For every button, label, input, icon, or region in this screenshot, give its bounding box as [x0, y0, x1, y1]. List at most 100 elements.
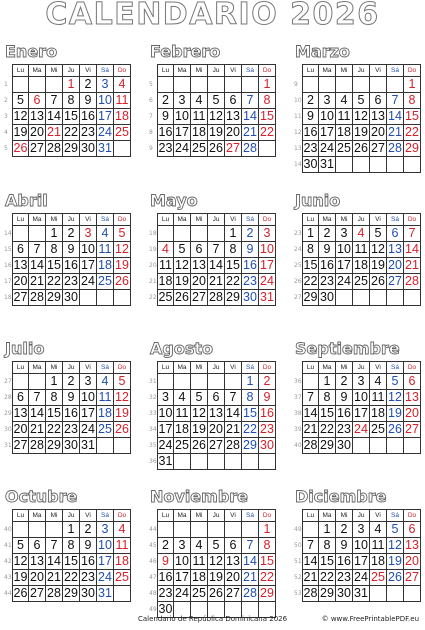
- weekday-label: Sá: [242, 509, 259, 522]
- empty-cell: [157, 374, 174, 390]
- weekday-label: Lu: [157, 509, 174, 522]
- day-cell: 29: [46, 290, 63, 306]
- day-cell: 22: [63, 570, 80, 586]
- day-cell: 15: [242, 406, 259, 422]
- week-number: 35: [149, 442, 157, 449]
- day-cell: 2: [336, 374, 353, 390]
- day-cell: 14: [404, 242, 421, 258]
- week-number: 39: [294, 426, 302, 433]
- day-cell: 10: [174, 554, 191, 570]
- week-number: 27: [294, 294, 302, 301]
- day-cell: 7: [302, 538, 319, 554]
- weekday-label: Lu: [302, 361, 319, 374]
- empty-cell: [174, 77, 191, 93]
- day-cell: 21: [302, 570, 319, 586]
- day-cell: 24: [353, 422, 370, 438]
- empty-cell: [29, 77, 46, 93]
- empty-cell: [225, 454, 242, 470]
- day-cell: 14: [242, 109, 259, 125]
- week-number: 26: [294, 278, 302, 285]
- day-cell: 9: [63, 242, 80, 258]
- day-cell: 10: [319, 109, 336, 125]
- day-cell: 13: [208, 406, 225, 422]
- day-cell: 17: [157, 422, 174, 438]
- day-cell: 25: [97, 422, 114, 438]
- empty-cell: [353, 290, 370, 306]
- day-cell: 28: [46, 586, 63, 602]
- day-cell: 10: [336, 242, 353, 258]
- day-cell: 13: [387, 242, 404, 258]
- day-cell: 11: [370, 390, 387, 406]
- day-cell: 19: [387, 554, 404, 570]
- week-number: 48: [149, 590, 157, 597]
- day-cell: 9: [242, 242, 259, 258]
- day-cell: 2: [157, 93, 174, 109]
- day-cell: 16: [63, 258, 80, 274]
- day-cell: 4: [191, 93, 208, 109]
- day-cell: 9: [80, 93, 97, 109]
- empty-cell: [12, 77, 29, 93]
- weekday-label: Ju: [208, 64, 225, 77]
- empty-cell: [208, 602, 225, 618]
- week-number: 9: [294, 81, 298, 88]
- empty-cell: [174, 374, 191, 390]
- day-cell: 16: [80, 109, 97, 125]
- day-cell: 26: [191, 438, 208, 454]
- day-cell: 24: [319, 141, 336, 157]
- empty-cell: [191, 226, 208, 242]
- empty-cell: [174, 602, 191, 618]
- day-cell: 27: [404, 570, 421, 586]
- week-number: 44: [4, 590, 12, 597]
- day-cell: 11: [191, 554, 208, 570]
- day-cell: 1: [242, 374, 259, 390]
- day-cell: 11: [97, 242, 114, 258]
- empty-cell: [114, 586, 131, 602]
- day-cell: 2: [80, 77, 97, 93]
- day-cell: 25: [97, 274, 114, 290]
- day-cell: 22: [302, 274, 319, 290]
- day-cell: 13: [29, 554, 46, 570]
- day-cell: 15: [319, 554, 336, 570]
- week-number: 22: [149, 294, 157, 301]
- day-cell: 6: [404, 522, 421, 538]
- weekday-label: Vi: [80, 509, 97, 522]
- day-cell: 8: [242, 390, 259, 406]
- weekday-label: Mi: [336, 64, 353, 77]
- day-cell: 10: [97, 93, 114, 109]
- day-cell: 25: [191, 586, 208, 602]
- day-cell: 4: [114, 77, 131, 93]
- empty-cell: [353, 157, 370, 173]
- day-cell: 22: [319, 570, 336, 586]
- day-cell: 9: [157, 109, 174, 125]
- empty-cell: [259, 141, 276, 157]
- day-cell: 24: [80, 422, 97, 438]
- day-cell: 6: [208, 390, 225, 406]
- empty-cell: [404, 438, 421, 454]
- day-cell: 10: [353, 390, 370, 406]
- day-cell: 10: [353, 538, 370, 554]
- day-cell: 23: [80, 125, 97, 141]
- week-number: 30: [4, 426, 12, 433]
- empty-cell: [302, 522, 319, 538]
- day-cell: 1: [46, 374, 63, 390]
- day-cell: 25: [370, 422, 387, 438]
- weekday-label: Do: [404, 213, 421, 226]
- day-cell: 21: [46, 125, 63, 141]
- day-cell: 26: [353, 141, 370, 157]
- weekday-label: Ma: [174, 64, 191, 77]
- week-number: 32: [149, 394, 157, 401]
- weekday-label: Mi: [191, 509, 208, 522]
- day-cell: 22: [259, 570, 276, 586]
- day-cell: 29: [63, 141, 80, 157]
